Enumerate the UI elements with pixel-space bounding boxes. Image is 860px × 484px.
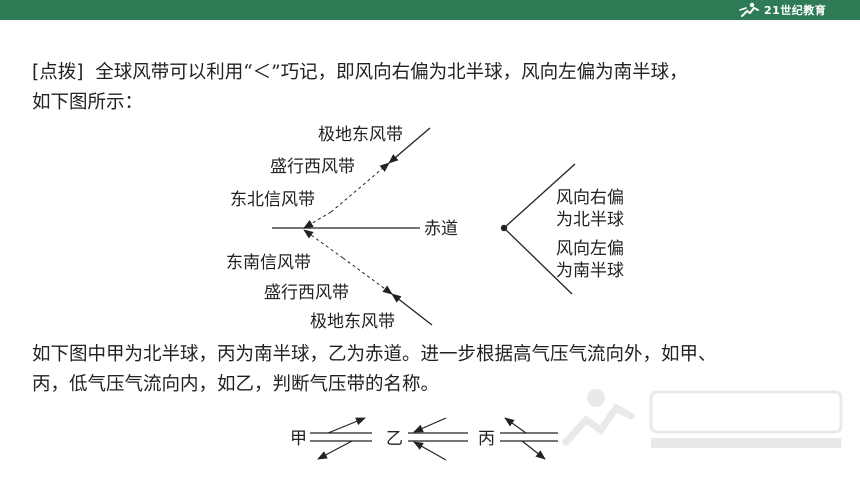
- label-westerlies-bottom: 盛行西风带: [264, 283, 349, 303]
- se-trades-dashed: [303, 229, 344, 259]
- legend-left-line2: 为南半球: [556, 261, 624, 281]
- westerlies-bottom-dashed: [342, 257, 393, 295]
- runner-icon: [739, 2, 759, 17]
- logo-text: 21世纪教育: [764, 4, 827, 17]
- bing-arrow-up: [504, 417, 527, 434]
- label-equator: 赤道: [424, 219, 458, 239]
- yi-arrow-in-top: [413, 417, 447, 433]
- label-polar-east-bottom: 极地东风带: [310, 312, 395, 332]
- explanation-paragraph: 如下图中甲为北半球，丙为南半球，乙为赤道。进一步根据高气压气流向外，如甲、 丙，…: [32, 340, 717, 400]
- watermark-logo: [562, 389, 843, 448]
- polar-east-bottom-arrow: [391, 293, 433, 326]
- hint-line-2: 如下图所示：: [32, 92, 144, 113]
- jia-arrow-up: [327, 417, 366, 434]
- hint-text-1: 全球风带可以利用“＜”巧记，即风向右偏为北半球，风向左偏为南半球，: [95, 62, 688, 83]
- legend-right-line1: 风向右偏: [556, 188, 624, 208]
- jia-arrow-down: [317, 440, 353, 460]
- legend-vertex-dot: [500, 224, 508, 232]
- site-logo[interactable]: 21世纪教育: [738, 0, 826, 20]
- hint-tag: [点拨]: [32, 62, 84, 83]
- explanation-line-1: 如下图中甲为北半球，丙为南半球，乙为赤道。进一步根据高气压气流向外，如甲、: [32, 344, 717, 365]
- label-ne-trades: 东北信风带: [230, 190, 315, 210]
- westerlies-top-dashed: [330, 162, 390, 213]
- bing-arrow-down: [521, 440, 546, 460]
- label-polar-east-top: 极地东风带: [318, 125, 403, 145]
- polar-east-top-arrow: [388, 127, 431, 164]
- hint-line-1: [点拨] 全球风带可以利用“＜”巧记，即风向右偏为北半球，风向左偏为南半球，: [32, 58, 688, 88]
- header-bar: [0, 0, 860, 20]
- label-jia: 甲: [290, 429, 307, 449]
- label-yi: 乙: [386, 429, 403, 449]
- legend-upper-line: [503, 163, 576, 229]
- ne-trades-dashed: [303, 211, 332, 229]
- legend-left-line1: 风向左偏: [556, 239, 624, 259]
- hint-paragraph: [点拨] 全球风带可以利用“＜”巧记，即风向右偏为北半球，风向左偏为南半球， 如…: [32, 58, 688, 118]
- legend-right-line2: 为北半球: [556, 210, 624, 230]
- label-bing: 丙: [478, 429, 495, 449]
- label-westerlies-top: 盛行西风带: [270, 157, 355, 177]
- legend-lower-line: [503, 227, 573, 295]
- explanation-line-2: 丙，低气压气流向内，如乙，判断气压带的名称。: [32, 374, 440, 395]
- yi-arrow-in-bottom: [413, 441, 447, 461]
- pressure-belt-diagram: 甲 乙 丙: [290, 417, 558, 461]
- label-se-trades: 东南信风带: [226, 253, 311, 273]
